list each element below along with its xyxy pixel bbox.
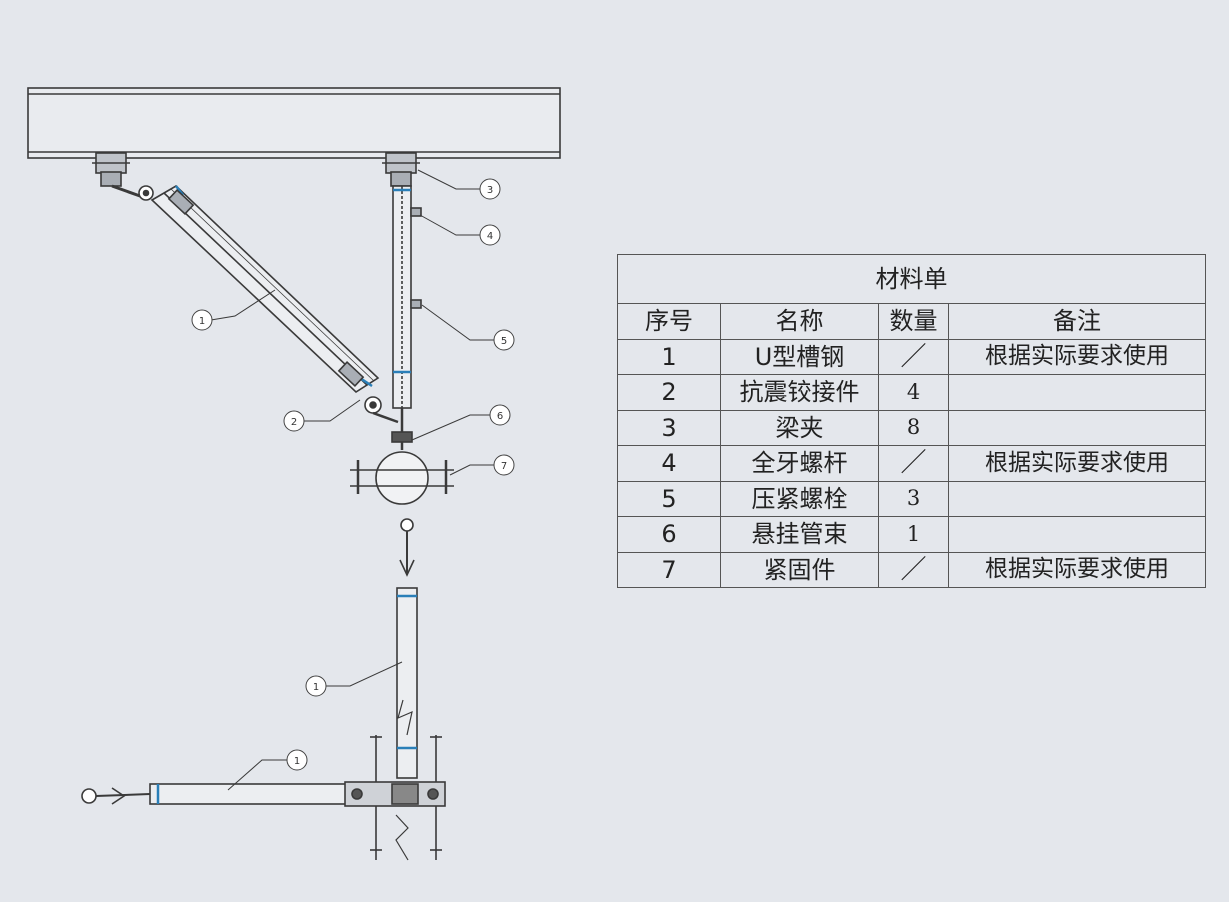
row-name: 压紧螺栓 [720,480,879,517]
seismic-hinge-top [111,184,154,201]
callout-3-marker: 3 [479,178,501,200]
table-row: 3 梁夹 8 [617,409,1206,446]
row-note [948,374,1206,411]
row-name: 梁夹 [720,409,879,446]
header-no: 序号 [617,303,721,340]
row-name: U型槽钢 [720,338,879,375]
callout-6-label: 6 [497,411,503,422]
callout-1c-label: 1 [294,756,300,767]
row-no: 4 [617,445,721,482]
row-note [948,480,1206,517]
callout-2-marker: 2 [283,410,305,432]
table-title: 材料单 [617,254,1206,304]
callout-4-label: 4 [487,231,493,242]
row-no: 6 [617,516,721,553]
row-qty: ／ [878,445,949,482]
row-name: 紧固件 [720,551,879,588]
seismic-hinge-bottom [364,396,399,424]
header-note: 备注 [948,303,1206,340]
beam-clamp-left [92,152,130,187]
row-name: 悬挂管束 [720,516,879,553]
callout-6-marker: 6 [489,404,511,426]
row-qty: 4 [878,374,949,411]
row-qty: ／ [878,551,949,588]
row-no: 5 [617,480,721,517]
row-qty: ／ [878,338,949,375]
row-note: 根据实际要求使用 [948,551,1206,588]
callout-7-marker: 7 [493,454,515,476]
callout-3-label: 3 [487,185,493,196]
steel-beam [27,87,561,159]
callout-1b-label: 1 [313,682,319,693]
vertical-channel [391,185,422,450]
callout-1a-marker: 1 [191,309,213,331]
row-name: 全牙螺杆 [720,445,879,482]
pipe-clamp [350,451,454,505]
header-qty: 数量 [878,303,949,340]
leader-lines [210,169,494,791]
table-row: 1 U型槽钢 ／ 根据实际要求使用 [617,338,1206,375]
row-no: 2 [617,374,721,411]
row-no: 7 [617,551,721,588]
lower-vertical-member [396,518,418,779]
diagonal-brace [150,185,380,394]
beam-clamp-right [382,152,420,187]
callout-1c-marker: 1 [286,749,308,771]
lower-horizontal-member [81,781,446,807]
row-qty: 8 [878,409,949,446]
callout-5-label: 5 [501,336,507,347]
table-row: 7 紧固件 ／ 根据实际要求使用 [617,551,1206,588]
table-title-row: 材料单 [617,254,1206,304]
callout-2-label: 2 [291,417,297,428]
row-name: 抗震铰接件 [720,374,879,411]
material-list-table: 材料单 序号 名称 数量 备注 1 U型槽钢 ／ 根据实际要求使用 2 抗震铰接… [617,254,1206,588]
row-qty: 1 [878,516,949,553]
table-row: 6 悬挂管束 1 [617,516,1206,553]
callout-7-label: 7 [501,461,507,472]
row-note [948,409,1206,446]
table-row: 4 全牙螺杆 ／ 根据实际要求使用 [617,445,1206,482]
row-no: 1 [617,338,721,375]
callout-1b-marker: 1 [305,675,327,697]
row-qty: 3 [878,480,949,517]
row-note [948,516,1206,553]
table-row: 2 抗震铰接件 4 [617,374,1206,411]
row-no: 3 [617,409,721,446]
header-name: 名称 [720,303,879,340]
row-note: 根据实际要求使用 [948,338,1206,375]
callout-5-marker: 5 [493,329,515,351]
callout-4-marker: 4 [479,224,501,246]
table-header-row: 序号 名称 数量 备注 [617,303,1206,340]
callout-1a-label: 1 [199,316,205,327]
table-row: 5 压紧螺栓 3 [617,480,1206,517]
row-note: 根据实际要求使用 [948,445,1206,482]
